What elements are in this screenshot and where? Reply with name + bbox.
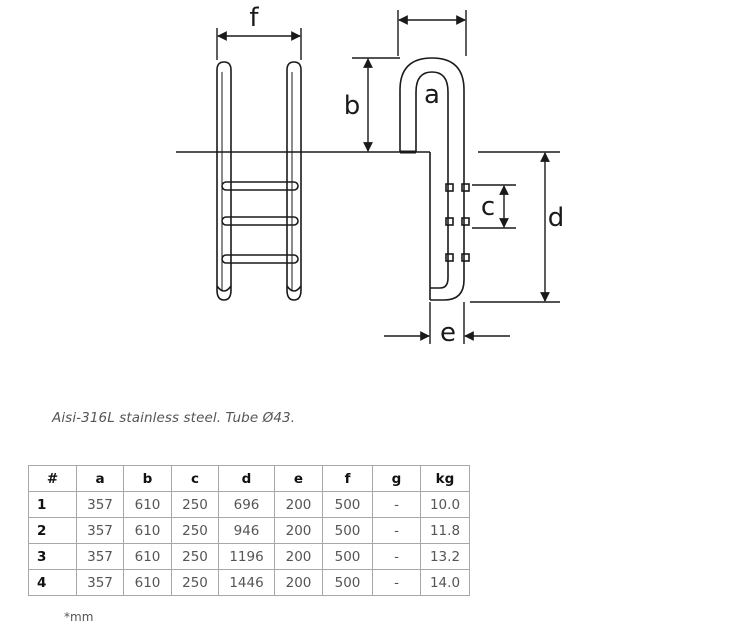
table-row: 4 357 610 250 1446 200 500 - 14.0 xyxy=(28,569,470,596)
units-footnote: *mm xyxy=(64,610,94,624)
dimension-a xyxy=(397,10,467,56)
table-cell: 696 xyxy=(218,491,275,518)
dimension-b xyxy=(352,57,400,152)
table-cell: 500 xyxy=(322,543,373,570)
table-cell: 610 xyxy=(123,517,172,544)
table-cell: 500 xyxy=(322,517,373,544)
table-row: 2 357 610 250 946 200 500 - 11.8 xyxy=(28,517,470,544)
table-cell: - xyxy=(372,569,421,596)
dimension-d xyxy=(470,151,560,303)
label-a: a xyxy=(424,80,440,110)
table-cell: 11.8 xyxy=(420,517,470,544)
table-cell: 610 xyxy=(123,543,172,570)
table-cell: - xyxy=(372,517,421,544)
table-cell: 200 xyxy=(274,569,323,596)
spec-table: # a b c d e f g kg 1 357 610 250 696 200… xyxy=(28,465,470,596)
table-cell: 500 xyxy=(322,569,373,596)
header-d: d xyxy=(218,465,275,492)
table-cell: 14.0 xyxy=(420,569,470,596)
dimension-e xyxy=(384,302,510,344)
table-cell: 500 xyxy=(322,491,373,518)
table-cell: 2 xyxy=(28,517,77,544)
header-num: # xyxy=(28,465,77,492)
table-header-row: # a b c d e f g kg xyxy=(28,465,470,492)
label-f: f xyxy=(249,3,259,33)
label-e: e xyxy=(440,318,456,348)
table-cell: 250 xyxy=(171,543,219,570)
dimension-f xyxy=(216,28,302,60)
header-c: c xyxy=(171,465,219,492)
header-kg: kg xyxy=(420,465,470,492)
label-c: c xyxy=(481,192,495,222)
dimension-c xyxy=(472,184,516,229)
table-cell: 250 xyxy=(171,517,219,544)
table-cell: 200 xyxy=(274,517,323,544)
header-f: f xyxy=(322,465,373,492)
table-cell: 4 xyxy=(28,569,77,596)
table-cell: 200 xyxy=(274,543,323,570)
table-cell: 610 xyxy=(123,491,172,518)
table-cell: 357 xyxy=(76,517,124,544)
material-caption: Aisi-316L stainless steel. Tube Ø43. xyxy=(52,410,296,426)
table-cell: 13.2 xyxy=(420,543,470,570)
table-cell: 1196 xyxy=(218,543,275,570)
table-row: 3 357 610 250 1196 200 500 - 13.2 xyxy=(28,543,470,570)
table-cell: 250 xyxy=(171,569,219,596)
header-e: e xyxy=(274,465,323,492)
front-view-ladder xyxy=(216,61,302,301)
header-b: b xyxy=(123,465,172,492)
table-cell: 610 xyxy=(123,569,172,596)
table-cell: 10.0 xyxy=(420,491,470,518)
table-cell: 357 xyxy=(76,543,124,570)
table-cell: - xyxy=(372,543,421,570)
table-cell: 357 xyxy=(76,491,124,518)
table-cell: 357 xyxy=(76,569,124,596)
header-g: g xyxy=(372,465,421,492)
table-cell: 1446 xyxy=(218,569,275,596)
table-row: 1 357 610 250 696 200 500 - 10.0 xyxy=(28,491,470,518)
table-cell: 3 xyxy=(28,543,77,570)
header-a: a xyxy=(76,465,124,492)
table-cell: - xyxy=(372,491,421,518)
table-cell: 1 xyxy=(28,491,77,518)
label-d: d xyxy=(548,203,565,233)
table-cell: 250 xyxy=(171,491,219,518)
side-view-handrail xyxy=(399,57,470,301)
table-cell: 946 xyxy=(218,517,275,544)
ladder-diagram: f b a c d e xyxy=(176,3,565,348)
label-b: b xyxy=(344,91,361,121)
table-cell: 200 xyxy=(274,491,323,518)
